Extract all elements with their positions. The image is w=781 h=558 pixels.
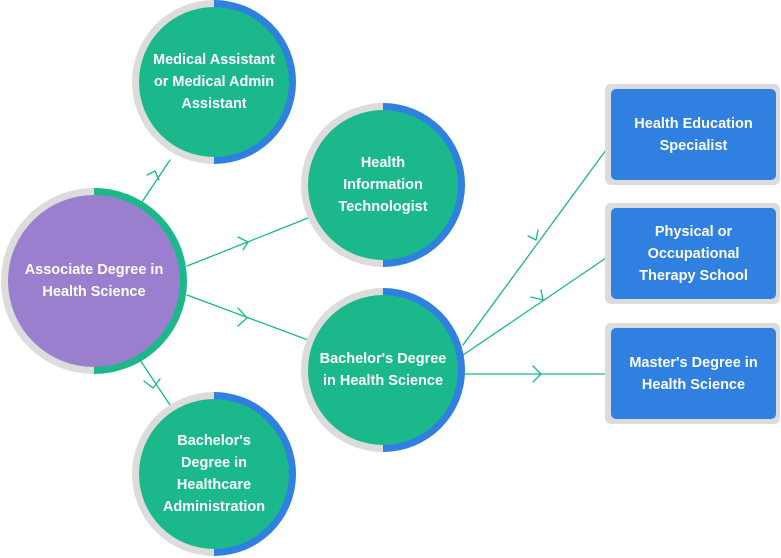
node-health-info-tech: [301, 103, 465, 267]
arrow-head-icon: [530, 289, 544, 301]
outcome-masters-health-science: [605, 323, 780, 424]
node-medical-assistant: [132, 0, 296, 164]
outcome-therapy-school: [605, 203, 780, 304]
connector-bachelors-to-health-education-specialist: [462, 149, 607, 346]
outcome-box-fill: [611, 208, 776, 299]
connector-root-to-bachelors-healthcare-admin: [139, 359, 171, 406]
outcome-box-fill: [611, 328, 776, 419]
node-fill: [308, 110, 458, 260]
root-node: [1, 188, 187, 374]
arrow-head-icon: [237, 307, 248, 327]
root-node-fill: [8, 195, 180, 367]
outcome-box-fill: [611, 89, 776, 180]
connector-root-to-medical-assistant: [139, 159, 171, 206]
arrow-head-icon: [532, 365, 542, 383]
arrow-head-icon: [143, 378, 161, 389]
node-fill: [308, 295, 458, 445]
node-fill: [139, 399, 289, 549]
arrow-head-icon: [527, 229, 539, 241]
connector-bachelors-to-therapy-school: [462, 257, 607, 356]
outcome-health-education-specialist: [605, 84, 780, 185]
node-bachelors-healthcare-admin: [132, 392, 296, 556]
connector-root-to-bachelors-health-science: [186, 294, 309, 341]
node-fill: [139, 7, 289, 157]
arrow-head-icon: [146, 170, 160, 181]
node-bachelors-health-science: [301, 288, 465, 452]
arrow-head-icon: [237, 236, 249, 251]
